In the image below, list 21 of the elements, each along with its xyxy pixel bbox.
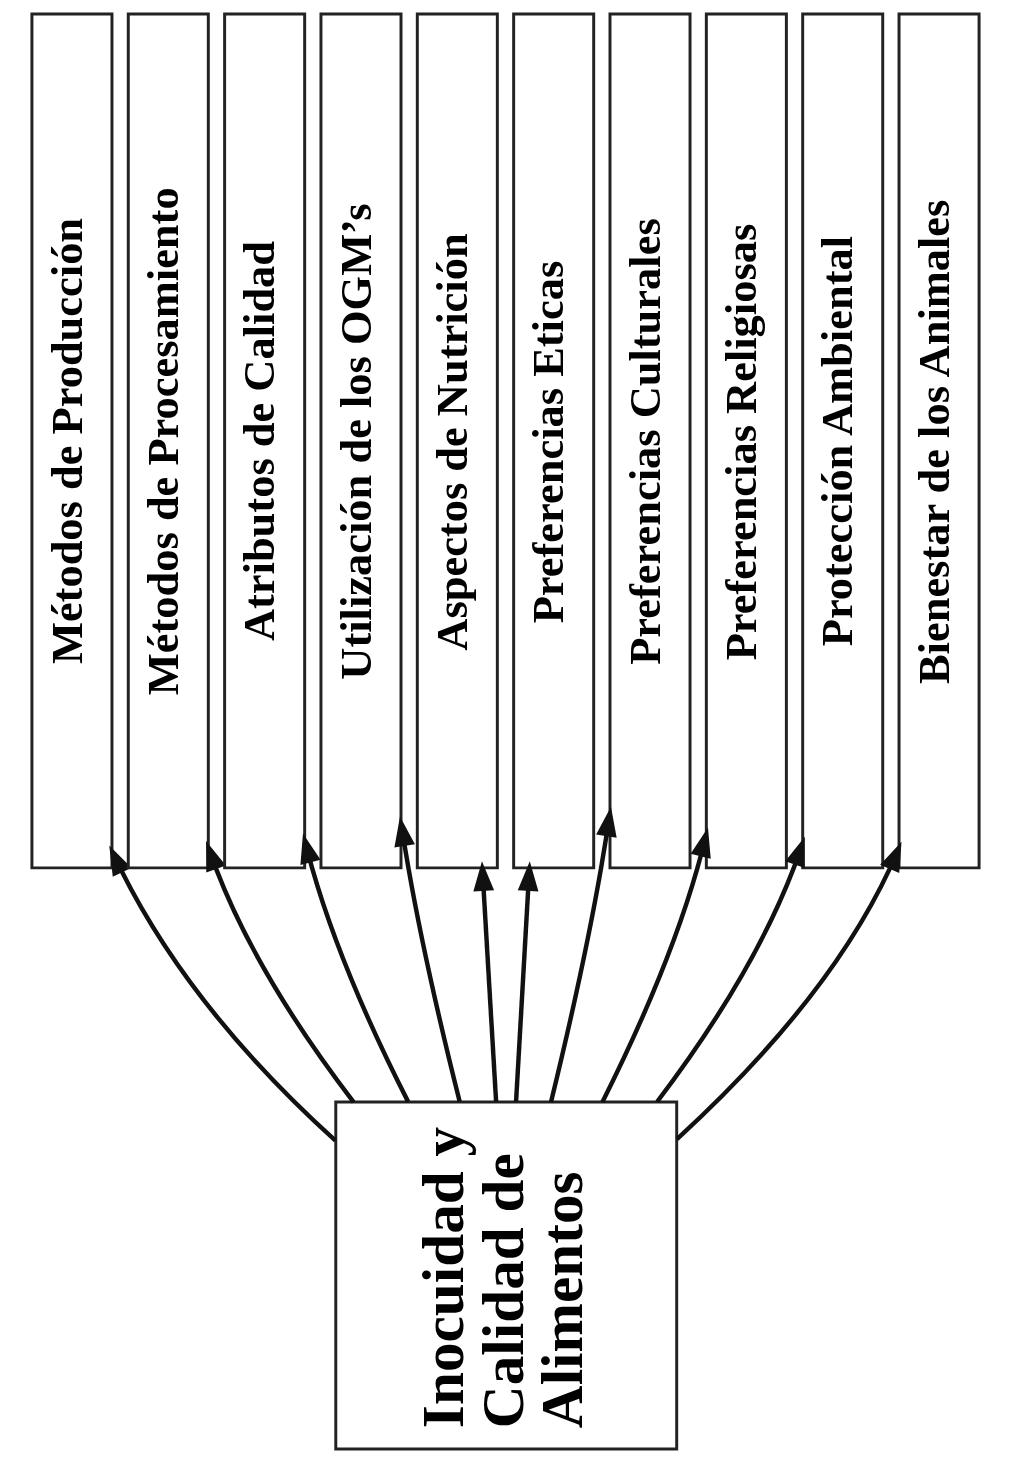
node-box: Bienestar de los Animales (897, 12, 981, 870)
arrow (600, 827, 711, 1103)
arrow (109, 845, 337, 1143)
arrow (206, 840, 356, 1104)
node-box: Métodos de Producción (30, 12, 114, 870)
node-box: Métodos de Procesamiento (126, 12, 210, 870)
node-box: Preferencias Eticas (512, 12, 596, 870)
arrow (675, 841, 902, 1141)
node-box: Protección Ambiental (801, 12, 885, 870)
arrow (473, 861, 499, 1102)
node-box: Preferencias Religiosas (704, 12, 788, 870)
arrow (548, 806, 617, 1103)
node-box: Inocuidad y Calidad de Alimentos (334, 1100, 679, 1451)
node-box: Aspectos de Nutrición (415, 12, 499, 870)
node-box: Utilización de los OGM’s (319, 12, 403, 870)
node-box: Atributos de Calidad (223, 12, 307, 870)
arrow (300, 833, 411, 1103)
arrow (394, 816, 462, 1103)
node-box: Preferencias Culturales (608, 12, 692, 870)
arrow (513, 861, 539, 1102)
arrow (655, 836, 805, 1104)
